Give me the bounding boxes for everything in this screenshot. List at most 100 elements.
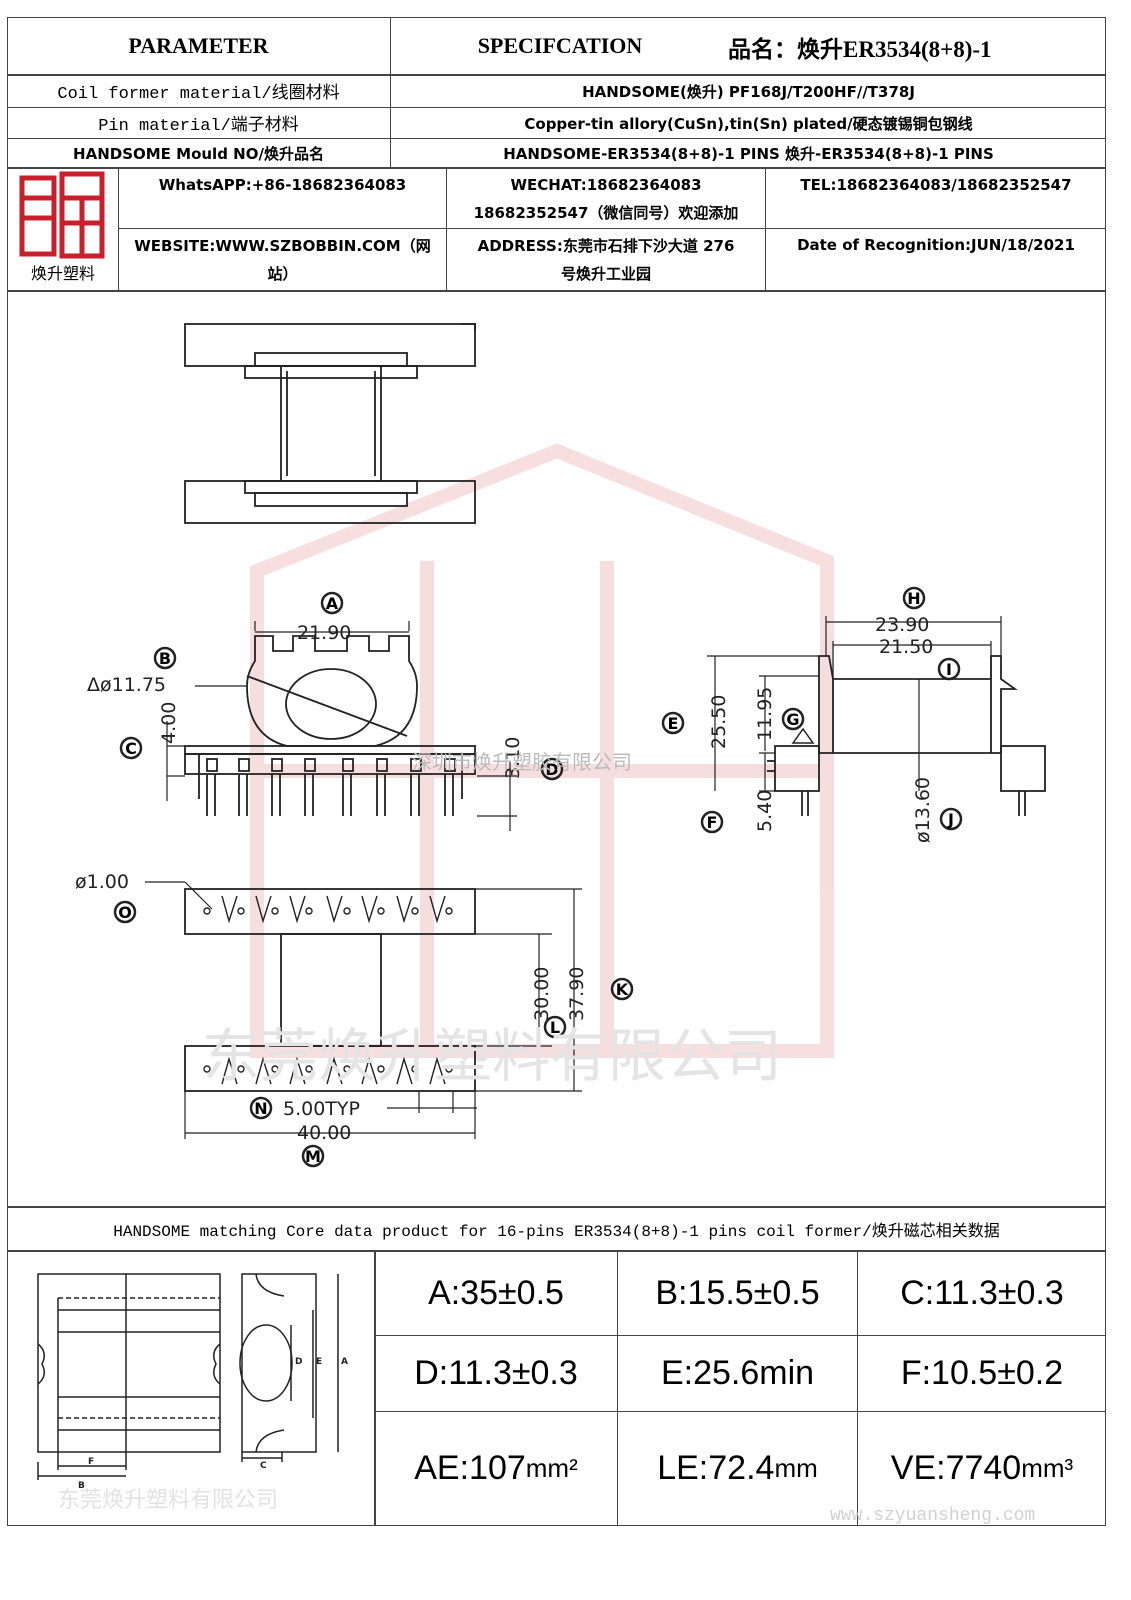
svg-text:B: B	[159, 649, 171, 668]
fig-label-D: D	[295, 1357, 302, 1367]
spec-A: A:35±0.5	[428, 1273, 564, 1312]
divider	[7, 107, 1106, 108]
svg-text:G: G	[786, 710, 799, 729]
callout-G: G	[781, 707, 805, 731]
svg-text:E: E	[668, 714, 679, 733]
dim-A-value: 21.90	[297, 622, 351, 644]
dim-F-value: 5.40	[754, 790, 776, 832]
svg-text:D: D	[545, 760, 558, 779]
callout-O: O	[113, 900, 137, 924]
divider	[7, 1206, 1106, 1208]
mould-no-label: HANDSOME Mould NO/焕升品名	[73, 144, 324, 163]
address-line-1: ADDRESS:东莞市石排下沙大道 276	[477, 237, 735, 255]
svg-text:M: M	[305, 1147, 321, 1166]
svg-text:J: J	[947, 810, 954, 829]
logo-caption: 焕升塑料	[30, 264, 95, 283]
callout-K: K	[610, 977, 634, 1001]
technical-drawing: 21.90 Δø11.75 4.00 3.10 25.50 11.95 5.40…	[75, 323, 1046, 1168]
divider	[7, 290, 1106, 292]
callout-D: D	[540, 757, 564, 781]
fig-label-E: E	[316, 1357, 322, 1367]
pin-material-value: Copper-tin allory(CuSn),tin(Sn) plated/硬…	[524, 114, 973, 133]
dim-I-value: 21.50	[879, 636, 933, 658]
dim-J-value: ø13.60	[912, 777, 934, 843]
spec-F: F:10.5±0.2	[900, 1354, 1064, 1392]
svg-text:C: C	[125, 739, 137, 758]
pin-material-label: Pin material/端子材料	[98, 117, 299, 136]
fig-label-B: B	[78, 1481, 85, 1491]
svg-text:A: A	[326, 594, 339, 613]
dim-L-value: 30.00	[531, 967, 553, 1021]
svg-text:N: N	[254, 1099, 267, 1118]
product-name-label: 品名：焕升	[728, 37, 843, 62]
website-cell: WEBSITE:WWW.SZBOBBIN.COM（网 站）	[119, 230, 446, 290]
address-line-2: 号焕升工业园	[560, 265, 651, 283]
callout-C: C	[119, 736, 143, 760]
svg-text:L: L	[550, 1018, 560, 1037]
side-view	[767, 655, 1046, 816]
callout-J: J	[939, 807, 963, 831]
callout-L: L	[543, 1015, 567, 1039]
bottom-view	[184, 888, 476, 1092]
divider	[375, 1411, 1106, 1412]
parameter-header: PARAMETER	[128, 32, 269, 58]
watermark-bottom: 东莞焕升塑料有限公司	[202, 1022, 782, 1090]
divider	[7, 167, 1106, 169]
datum-triangle-icon	[791, 727, 815, 744]
dim-M-value: 40.00	[297, 1122, 351, 1144]
spec-D: D:11.3±0.3	[414, 1354, 578, 1392]
divider	[7, 1250, 1106, 1252]
svg-text:O: O	[118, 903, 132, 922]
product-name: 品名：焕升ER3534(8+8)-1	[728, 30, 992, 64]
website-line-1: WEBSITE:WWW.SZBOBBIN.COM（网	[134, 237, 431, 255]
divider	[390, 17, 391, 167]
divider	[7, 138, 1106, 139]
svg-text:H: H	[907, 589, 920, 608]
dim-C-value: 4.00	[158, 702, 180, 744]
callout-I: I	[937, 657, 961, 681]
dim-H-value: 23.90	[875, 614, 929, 636]
tel-text: TEL:18682364083/18682352547	[800, 176, 1072, 194]
spec-LE-value: LE:72.4	[657, 1448, 775, 1487]
dim-D-value: 3.10	[502, 737, 524, 779]
spec-LE-unit: mm	[774, 1452, 818, 1483]
website-watermark: www.szyuansheng.com	[830, 1506, 1036, 1526]
address-cell: ADDRESS:东莞市石排下沙大道 276 号焕升工业园	[447, 230, 765, 290]
divider	[375, 1335, 1106, 1336]
divider	[118, 228, 1106, 229]
divider	[446, 167, 447, 291]
coil-material-label: Coil former material/线圈材料	[57, 85, 340, 104]
divider	[7, 74, 1106, 76]
callout-E: E	[661, 711, 685, 735]
callout-H: H	[902, 586, 926, 610]
top-view	[184, 323, 476, 524]
website-line-2: 站）	[267, 265, 298, 283]
date-text: Date of Recognition:JUN/18/2021	[797, 236, 1075, 254]
wechat-line-2: 18682352547（微信同号）欢迎添加	[473, 204, 739, 222]
core-figure: 东莞焕升塑料有限公司 F B C D E A	[37, 1273, 348, 1513]
callout-B: B	[153, 646, 177, 670]
dim-N-value: 5.00TYP	[283, 1098, 360, 1120]
wechat-cell: WECHAT:18682364083 18682352547（微信同号）欢迎添加	[447, 170, 765, 228]
spec-sheet	[7, 17, 1106, 1526]
divider	[374, 1251, 376, 1526]
dim-E-value: 25.50	[708, 695, 730, 749]
company-logo: 焕升塑料	[8, 168, 118, 290]
divider	[857, 1251, 858, 1526]
mould-no-value: HANDSOME-ER3534(8+8)-1 PINS 焕升-ER3534(8+…	[503, 144, 994, 163]
divider	[617, 1251, 618, 1526]
divider	[765, 167, 766, 291]
svg-text:K: K	[616, 980, 629, 999]
spec-VE-unit: mm³	[1021, 1452, 1074, 1483]
callout-M: M	[301, 1144, 325, 1168]
fig-label-C: C	[260, 1461, 267, 1471]
product-name-value: ER3534(8+8)-1	[843, 37, 992, 62]
core-watermark: 东莞焕升塑料有限公司	[58, 1488, 278, 1513]
spec-AE-value: AE:107	[414, 1448, 526, 1487]
dim-O-value: ø1.00	[75, 871, 129, 893]
dim-K-value: 37.90	[566, 967, 588, 1021]
spec-VE-value: VE:7740	[890, 1448, 1022, 1487]
coil-material-value: HANDSOME(焕升) PF168J/T200HF//T378J	[582, 82, 915, 101]
